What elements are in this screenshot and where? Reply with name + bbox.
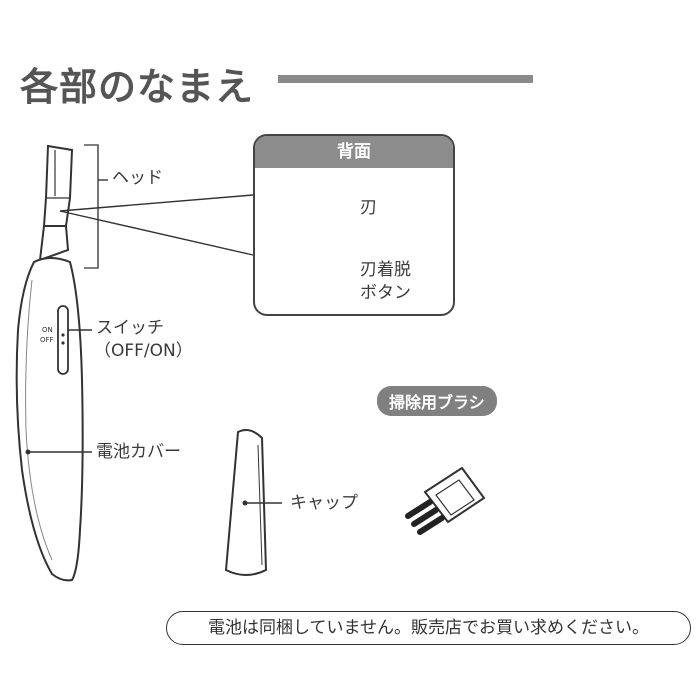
title-rule [278, 75, 533, 83]
label-release-line2: ボタン [360, 283, 411, 303]
label-battery-cover: 電池カバー [96, 442, 181, 462]
page-title: 各部のなまえ [20, 65, 255, 109]
label-switch-offon: （OFF/ON） [94, 341, 193, 361]
label-head: ヘッド [112, 168, 163, 188]
label-release-line1: 刃着脱 [360, 260, 411, 280]
cleaning-brush [405, 466, 486, 535]
label-cap: キャップ [290, 493, 358, 513]
label-switch: スイッチ [96, 318, 164, 338]
trimmer-body [15, 257, 84, 582]
trimmer-head [42, 144, 74, 227]
switch-on-mark: ON [42, 326, 53, 334]
trimmer-neck [38, 225, 70, 262]
label-blade: 刃 [360, 198, 377, 218]
back-view-header: 背面 [255, 136, 453, 168]
switch-slider [57, 305, 69, 375]
brush-label: 掃除用ブラシ [377, 386, 497, 416]
back-view-panel: 背面 [253, 134, 455, 316]
switch-off-mark: OFF [40, 336, 54, 344]
battery-note: 電池は同梱していません。販売店でお買い求めください。 [166, 611, 691, 645]
